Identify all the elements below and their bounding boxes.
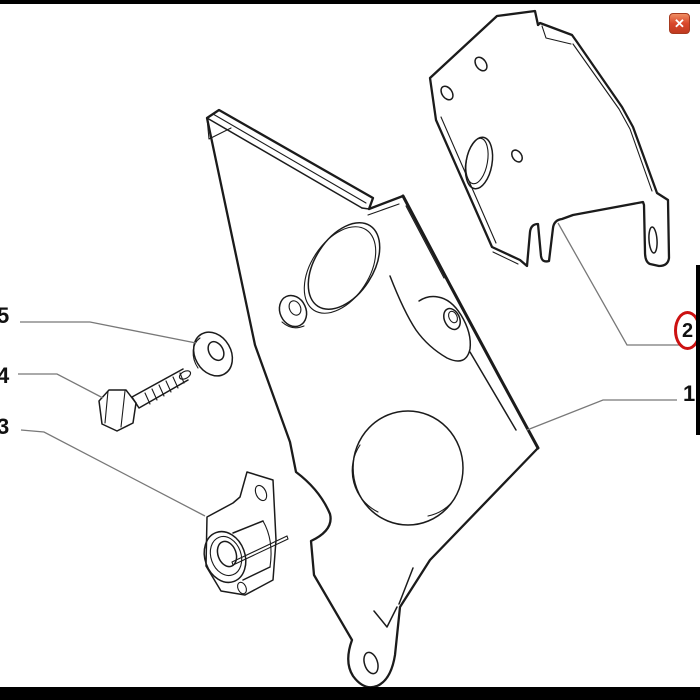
callout-part2[interactable]: 2	[681, 319, 694, 342]
callout-part5[interactable]: 5	[0, 303, 10, 328]
leader-line-part3	[20, 429, 206, 517]
part3-support-bracket-drawing	[203, 471, 289, 596]
callout-part4[interactable]: 4	[0, 363, 10, 388]
callout-part1[interactable]: 1	[683, 381, 696, 406]
part1-timing-cover-drawing	[205, 108, 540, 689]
close-icon: ✕	[674, 16, 685, 31]
part4-bolt-drawing	[98, 368, 192, 432]
callout-part3[interactable]: 3	[0, 414, 10, 439]
leader-line-part1	[526, 399, 677, 431]
scrollbar-thumb[interactable]	[696, 265, 700, 435]
window-top-border	[0, 0, 700, 4]
window-bottom-border	[0, 687, 700, 700]
close-button[interactable]: ✕	[669, 13, 690, 34]
leader-line-part2	[557, 222, 682, 346]
leader-line-part5	[20, 321, 197, 344]
part2-bracket-drawing	[428, 9, 671, 268]
part5-washer-drawing	[192, 331, 234, 377]
callout-leader-lines	[18, 222, 682, 517]
leader-line-part4	[18, 373, 104, 399]
